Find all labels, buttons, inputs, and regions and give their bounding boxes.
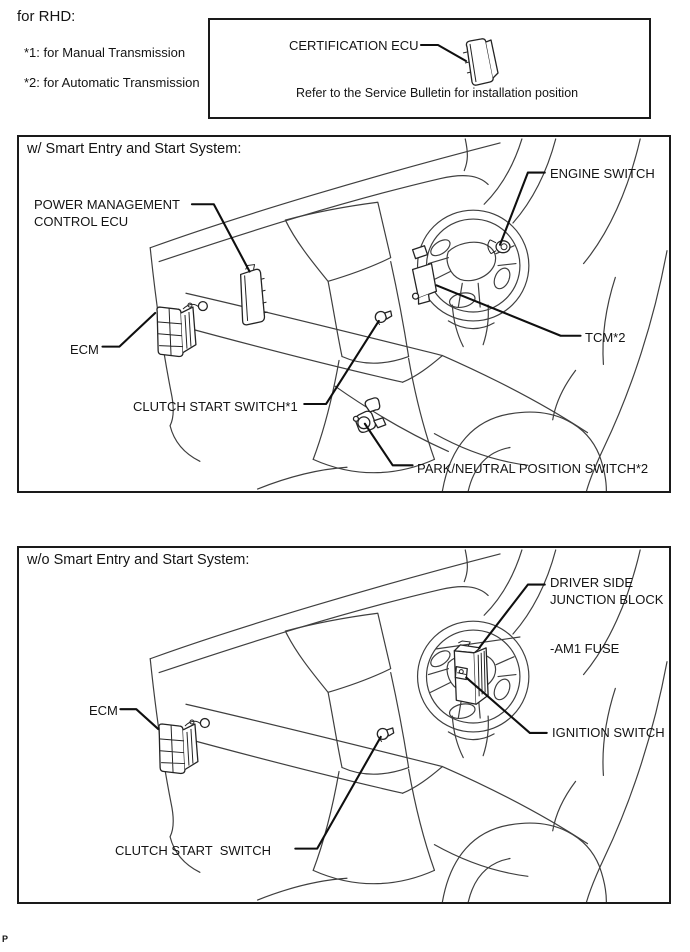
label-ecm: ECM — [89, 703, 118, 718]
label-am1-fuse: -AM1 FUSE — [550, 641, 620, 656]
label-clutch-start-switch: CLUTCH START SWITCH*1 — [133, 399, 298, 414]
certification-ecu-label: CERTIFICATION ECU — [289, 38, 419, 53]
dashboard-line-art — [119, 549, 668, 902]
power-management-ecu-icon — [239, 264, 268, 326]
panel-with-smart-entry: w/ Smart Entry and Start System: POWER M… — [17, 135, 671, 493]
ignition-switch-icon — [454, 666, 468, 681]
ecm-module-icon — [158, 717, 210, 775]
driver-side-junction-block-icon — [453, 640, 489, 705]
label-park-neutral-switch: PARK/NEUTRAL POSITION SWITCH*2 — [417, 461, 649, 476]
panel-without-smart-entry: w/o Smart Entry and Start System: DRIVER… — [17, 546, 671, 904]
dashboard-line-art — [101, 138, 668, 491]
footnote-automatic: *2: for Automatic Transmission — [24, 75, 200, 90]
engine-switch-icon — [487, 239, 511, 255]
panel-title: w/ Smart Entry and Start System: — [27, 141, 242, 157]
service-bulletin-note: Refer to the Service Bulletin for instal… — [296, 86, 579, 100]
ecm-module-icon — [156, 300, 208, 358]
footnote-manual: *1: for Manual Transmission — [24, 45, 186, 60]
label-engine-switch: ENGINE SWITCH — [550, 166, 655, 181]
label-ignition-switch: IGNITION SWITCH — [552, 725, 665, 740]
label-clutch-start-switch: CLUTCH START SWITCH — [115, 843, 272, 858]
clutch-start-switch-icon — [374, 310, 393, 326]
park-neutral-switch-icon — [352, 397, 387, 433]
tcm-icon — [411, 245, 438, 305]
page-footer-mark: P — [2, 934, 9, 944]
ecu-module-icon — [419, 38, 499, 86]
header-note: for RHD: — [17, 8, 76, 25]
label-tcm: TCM*2 — [585, 330, 626, 345]
label-ecm: ECM — [70, 342, 99, 357]
panel-title: w/o Smart Entry and Start System: — [27, 552, 250, 568]
certification-ecu-box: CERTIFICATION ECU Refer to the Service B… — [208, 18, 651, 119]
